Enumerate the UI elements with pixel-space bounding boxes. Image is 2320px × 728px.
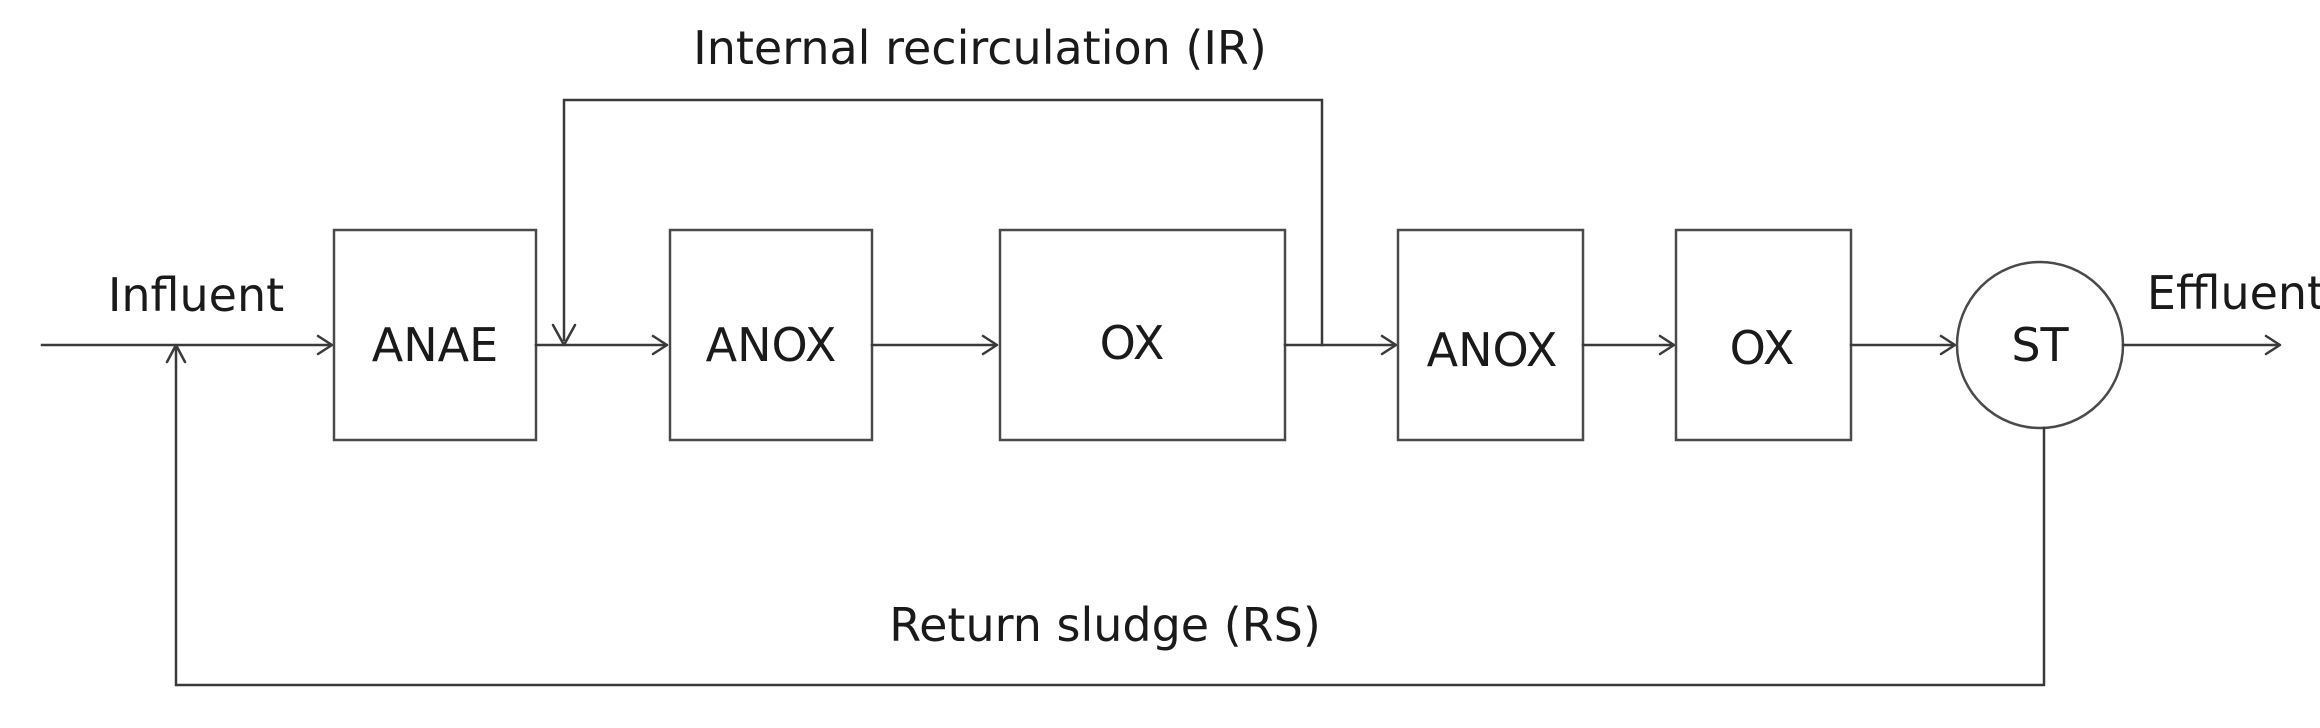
- anae-unit[interactable]: ANAE: [332, 228, 538, 442]
- settler-label: ST: [2011, 318, 2069, 372]
- anae-to-anox-arrow: [534, 334, 669, 356]
- ox-unit-1[interactable]: OX: [998, 228, 1287, 442]
- anae-label: ANAE: [372, 318, 498, 372]
- ox-2-label: OX: [1730, 321, 1795, 375]
- anox-to-ox-2-arrow: [1581, 334, 1676, 356]
- internal-recirculation-label: Internal recirculation (IR): [693, 21, 1267, 75]
- settler-unit[interactable]: ST: [1955, 260, 2125, 430]
- ox-1-label: OX: [1100, 316, 1165, 370]
- ox-to-anox-arrow: [1283, 334, 1398, 356]
- ox-unit-2[interactable]: OX: [1674, 228, 1853, 442]
- anox-2-label: ANOX: [1427, 323, 1558, 377]
- anox-1-label: ANOX: [706, 318, 837, 372]
- anox-to-ox-arrow: [870, 334, 999, 356]
- ox-to-settler-arrow: [1849, 334, 1957, 356]
- effluent-arrow: [2121, 334, 2282, 356]
- return-sludge-line: [165, 343, 2046, 687]
- influent-label: Influent: [108, 268, 284, 322]
- anox-unit-1[interactable]: ANOX: [668, 228, 874, 442]
- influent-arrow: [40, 334, 334, 356]
- return-sludge-label: Return sludge (RS): [889, 598, 1321, 652]
- anox-unit-2[interactable]: ANOX: [1396, 228, 1585, 442]
- effluent-label: Effluent: [2147, 266, 2320, 320]
